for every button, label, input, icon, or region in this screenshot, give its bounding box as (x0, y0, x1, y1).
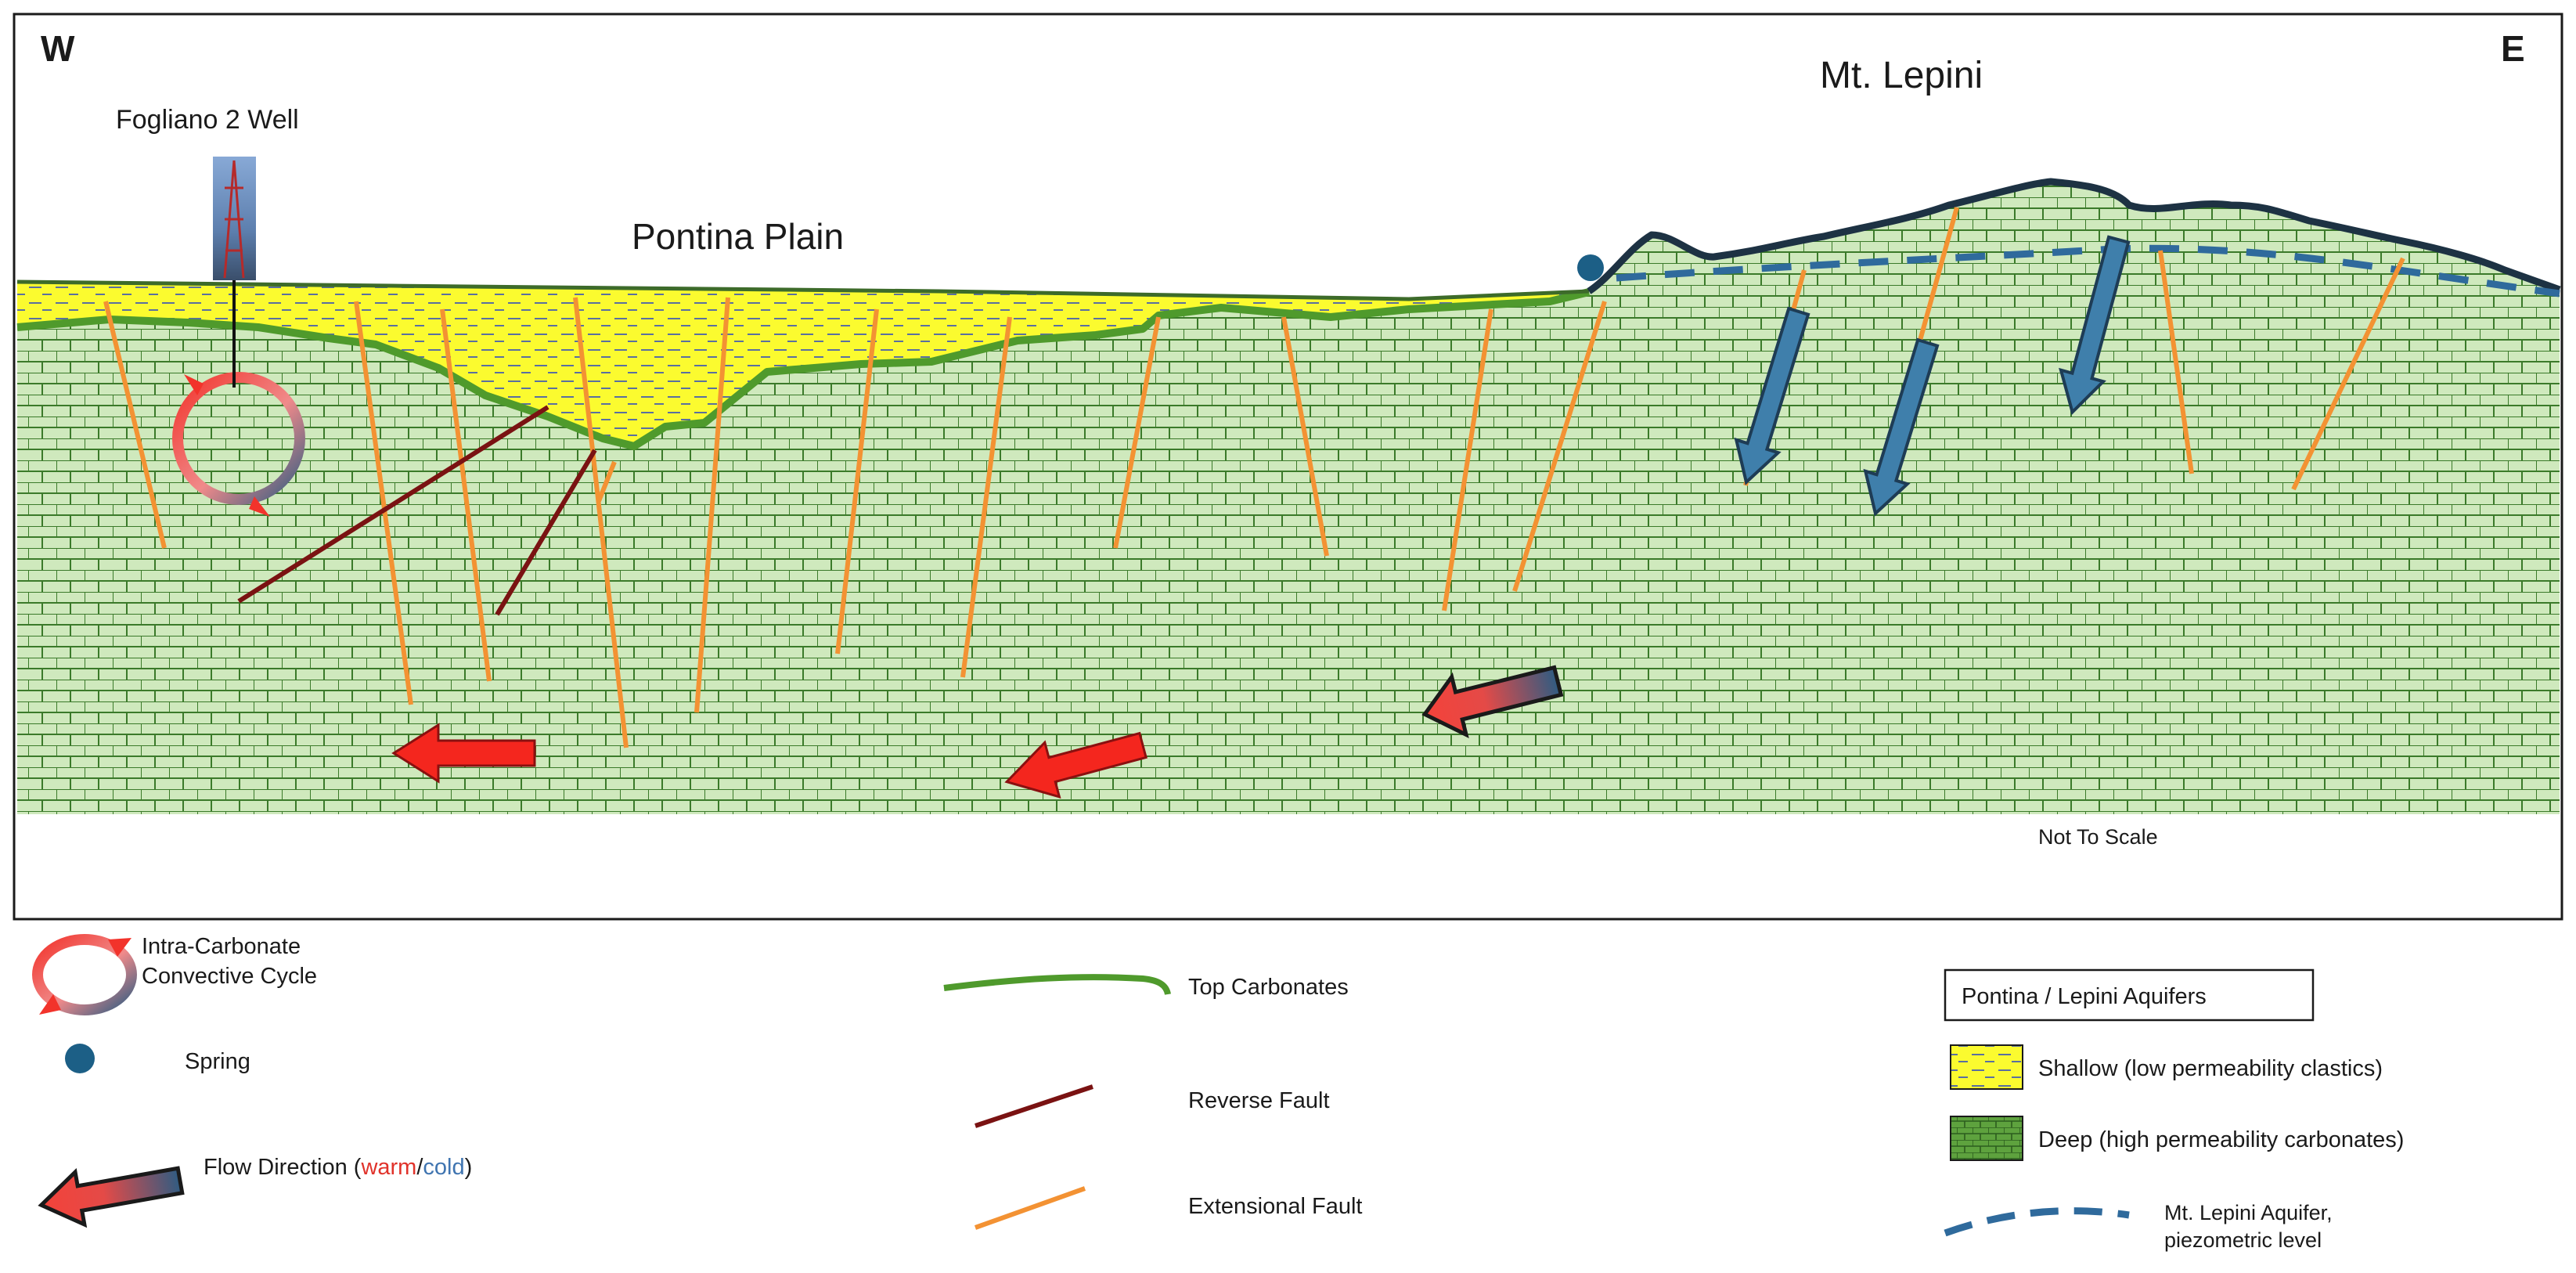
extensional-fault (573, 297, 629, 748)
legend-aquifers-title-box (1944, 968, 2315, 1022)
legend-convective-cycle-label: Intra-Carbonate Convective Cycle (142, 934, 317, 989)
east-label: E (2501, 28, 2525, 69)
cold-flow-arrow (1863, 337, 1940, 517)
extensional-fault (354, 301, 413, 705)
legend-extensional-fault-icon (974, 1186, 1086, 1230)
extensional-fault (103, 301, 167, 549)
cold-flow-arrows (1734, 235, 2131, 517)
extensional-fault (440, 308, 492, 682)
well-label: Fogliano 2 Well (116, 105, 299, 135)
extensional-fault (1281, 316, 1329, 557)
legend-shallow-label: Shallow (low permeability clastics) (2038, 1056, 2383, 1081)
legend-flow-arrow-icon (38, 1166, 185, 1228)
reverse-fault (495, 449, 597, 616)
spring-marker (1577, 254, 1604, 281)
extensional-fault (596, 460, 617, 503)
clastic-layer (17, 283, 1589, 446)
legend-spring-label: Spring (185, 1049, 250, 1074)
cold-flow-arrow (1734, 306, 1810, 485)
legend-reverse-fault-label: Reverse Fault (1188, 1088, 1330, 1113)
scale-note: Not To Scale (2038, 825, 2158, 849)
extensional-fault (960, 316, 1012, 678)
extensional-fault (1113, 316, 1161, 549)
legend: Intra-Carbonate Convective Cycle Spring … (32, 934, 2404, 1252)
warm-flow-arrow (391, 723, 536, 784)
legend-spring-icon (65, 1044, 95, 1073)
mountain-outline (1587, 178, 2561, 294)
legend-aquifers-title: Pontina / Lepini Aquifers (1962, 984, 2207, 1009)
legend-piezometric-icon (1944, 1207, 2130, 1237)
extensional-faults (103, 207, 2405, 748)
legend-extensional-fault-label: Extensional Fault (1188, 1194, 1362, 1219)
cold-flow-arrow (2059, 235, 2131, 416)
legend-deep-label: Deep (high permeability carbonates) (2038, 1127, 2404, 1152)
warm-cold-flow-arrow (1421, 665, 1564, 738)
extensional-fault (1512, 301, 1607, 592)
extensional-fault (835, 308, 879, 655)
legend-shallow-swatch (1950, 1044, 2023, 1090)
reverse-faults (237, 405, 597, 616)
reverse-fault (237, 405, 549, 604)
top-carbonates-line (16, 288, 1591, 450)
plain-label: Pontina Plain (632, 216, 844, 257)
convective-cycle (172, 372, 305, 517)
plain-surface-line (16, 279, 1590, 301)
legend-reverse-fault-icon (975, 1084, 1093, 1128)
extensional-fault (1442, 308, 1493, 611)
extensional-fault (2291, 257, 2405, 491)
legend-piezometric-label: Mt. Lepini Aquifer, piezometric level (2164, 1201, 2338, 1252)
well (213, 157, 256, 388)
extensional-fault (694, 297, 730, 713)
west-label: W (41, 28, 75, 69)
warm-flow-arrow (1004, 731, 1147, 799)
mountain-label: Mt. Lepini (1820, 55, 1983, 96)
legend-top-carbonates-icon (943, 974, 1171, 996)
extensional-fault (2158, 250, 2194, 474)
legend-convective-cycle-icon (32, 934, 137, 1015)
legend-top-carbonates-label: Top Carbonates (1188, 975, 1349, 1000)
warm-flow-arrows (391, 665, 1564, 799)
legend-flow-direction-label: Flow Direction (warm/cold) (204, 1155, 472, 1180)
legend-deep-swatch (1950, 1116, 2023, 1161)
